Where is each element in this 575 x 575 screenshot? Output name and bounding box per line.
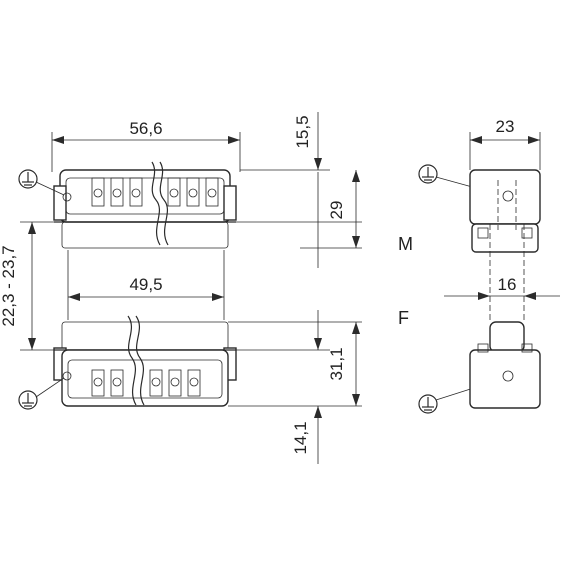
dim-height-range: 22,3 - 23,7 [0, 221, 60, 351]
dim-width-bottom-label: 49,5 [129, 275, 162, 294]
dim-height-female: 31,1 [228, 310, 362, 407]
dim-height-range-label: 22,3 - 23,7 [0, 245, 18, 326]
dim-side-pin: 16 [444, 275, 560, 300]
female-insert-front [53, 315, 237, 407]
label-female: F [398, 308, 409, 328]
dim-height-offset-top: 15,5 [240, 112, 330, 171]
ground-icon [18, 377, 65, 410]
dim-height-male: 29 [230, 170, 362, 268]
male-insert-front [53, 161, 237, 249]
side-view-male [469, 169, 541, 253]
dim-width-bottom: 49,5 [67, 250, 225, 320]
dim-height-offset-top-label: 15,5 [293, 115, 312, 148]
side-view-female [469, 321, 541, 409]
dim-side-pin-label: 16 [498, 275, 517, 294]
dim-width-top: 56,6 [51, 119, 241, 172]
male-break-line [151, 161, 161, 246]
female-contacts [91, 369, 201, 397]
ground-icon [18, 169, 65, 196]
dim-side-width-label: 23 [496, 117, 515, 136]
label-male: M [398, 234, 413, 254]
dim-height-male-label: 29 [327, 201, 346, 220]
female-break-line [127, 315, 137, 406]
male-contacts [91, 177, 219, 207]
dim-height-female-label: 31,1 [327, 347, 346, 380]
dim-height-offset-bottom-label: 14,1 [291, 421, 310, 454]
dim-width-top-label: 56,6 [129, 119, 162, 138]
dim-height-offset-bottom: 14,1 [291, 406, 322, 464]
dim-side-width: 23 [469, 117, 541, 170]
